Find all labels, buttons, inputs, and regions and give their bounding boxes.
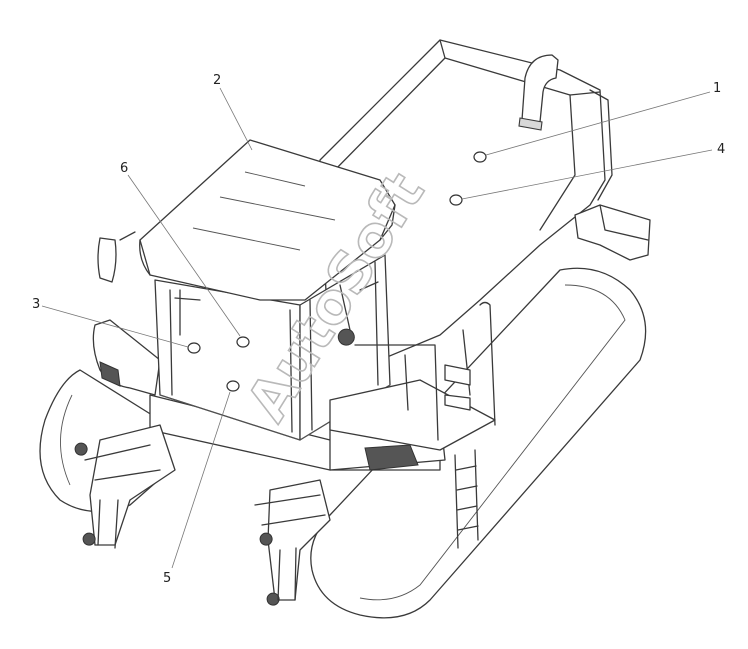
rear-counterweight (574, 204, 651, 261)
callout-1: 1 (713, 81, 721, 96)
marker-5 (226, 380, 240, 392)
leader-lines (41, 87, 713, 569)
decal-markers (187, 151, 487, 392)
right-track (310, 267, 647, 619)
callout-3: 3 (32, 297, 40, 312)
callout-6: 6 (120, 161, 128, 176)
front-hitch-left (74, 424, 176, 549)
marker-3 (187, 342, 201, 354)
exhaust-pipe (518, 54, 559, 131)
callout-4: 4 (717, 142, 725, 157)
side-mirror (97, 231, 136, 283)
callout-5: 5 (163, 571, 171, 586)
cab-roof (139, 139, 396, 301)
front-hitch-right (254, 479, 331, 606)
callout-2: 2 (213, 73, 221, 88)
marker-4 (449, 194, 463, 206)
marker-1 (473, 151, 487, 163)
marker-6 (236, 336, 250, 348)
access-platform (329, 301, 496, 549)
